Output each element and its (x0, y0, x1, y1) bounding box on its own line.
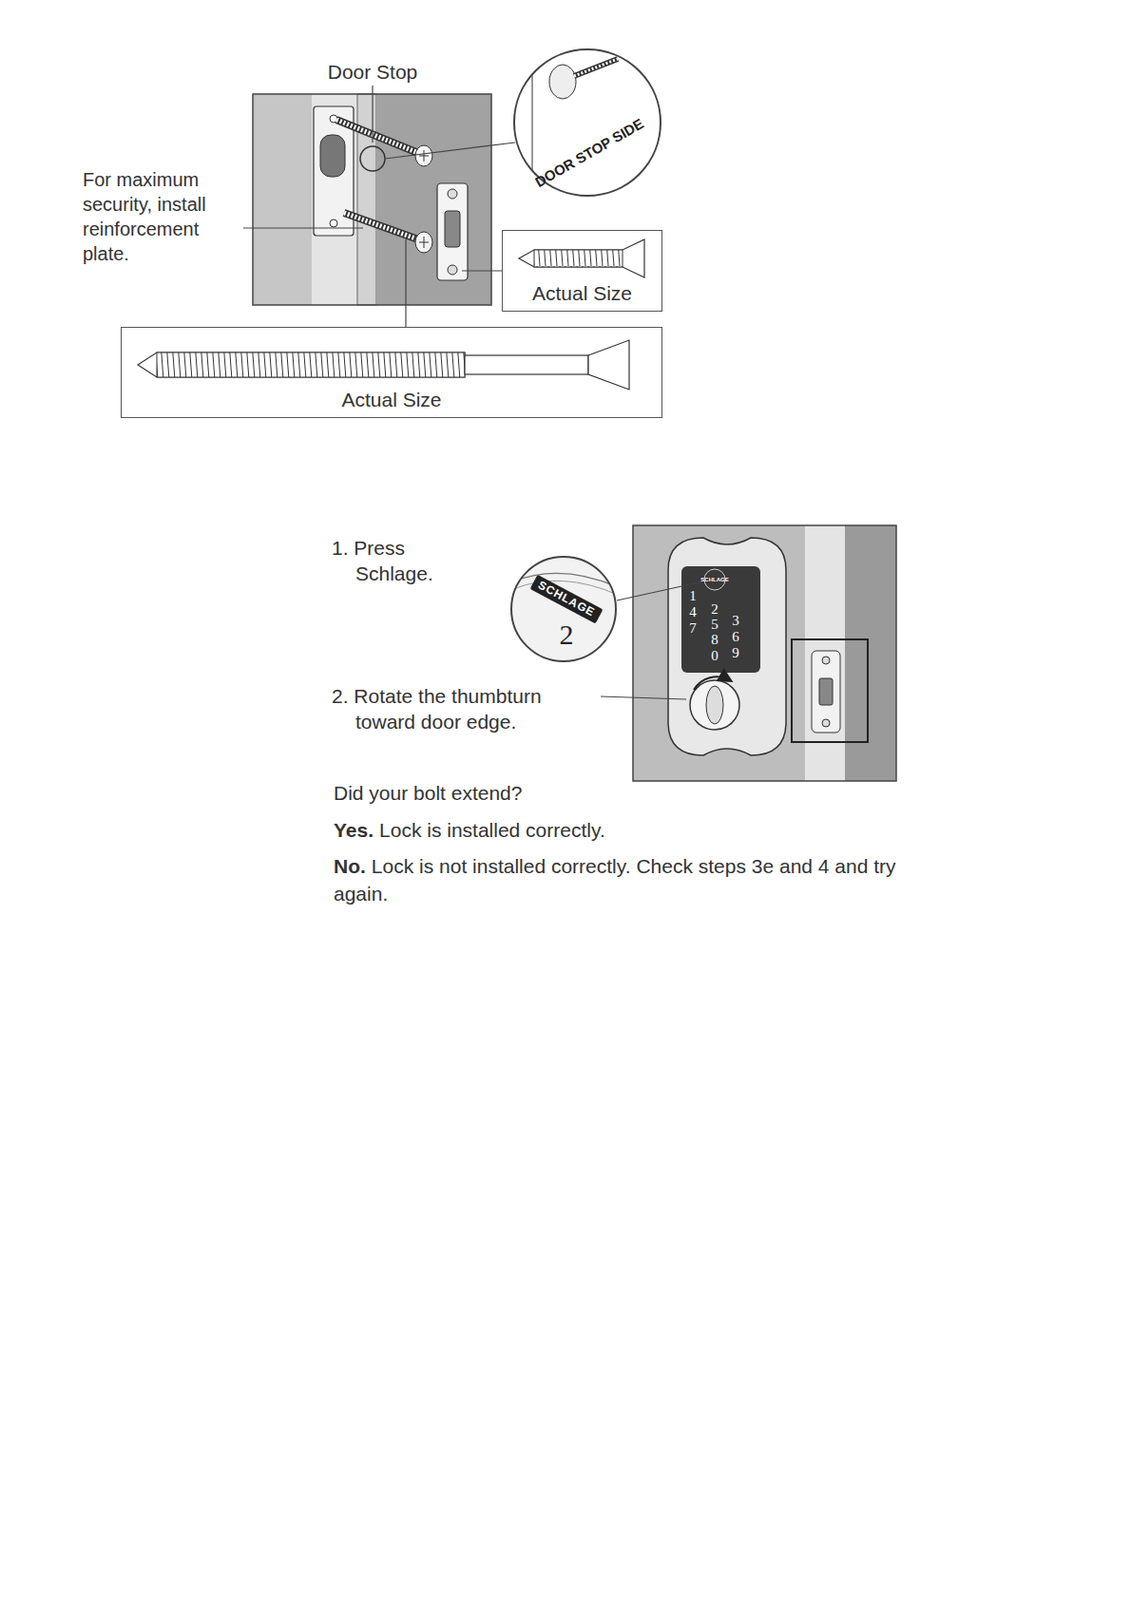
lock-illustration (668, 537, 786, 756)
magnified-detail (509, 555, 618, 664)
keypad-digit: 2 (710, 602, 719, 617)
lock-illustration (822, 656, 830, 665)
screw-actual-size (588, 340, 630, 390)
leader-line (371, 85, 373, 143)
answer-keyword: No. (333, 855, 366, 878)
leader-line (600, 696, 687, 700)
screw-actual-size (137, 352, 465, 378)
lock-illustration (822, 719, 830, 728)
keypad-digit: 9 (731, 646, 740, 661)
step-text: 2. Rotate the thumbturn toward door edge… (331, 683, 598, 736)
screw-actual-size (137, 239, 645, 390)
strike-illustration (415, 145, 433, 167)
answer-keyword: Yes. (333, 819, 374, 842)
magnified-detail (513, 573, 618, 588)
screw-actual-size (518, 239, 645, 278)
part-label: Door Stop (315, 58, 430, 85)
lock-illustration (706, 686, 724, 725)
lock-illustration (632, 525, 897, 782)
strike-illustration (447, 189, 458, 199)
screw-actual-size (464, 355, 589, 375)
magnified-detail (574, 58, 618, 77)
keypad-digit: 0 (710, 649, 719, 664)
magnified-detail (503, 38, 675, 210)
keypad-digit: 1 (689, 589, 697, 604)
lock-illustration (819, 678, 833, 706)
lock-illustration (690, 680, 740, 730)
leader-line (243, 85, 516, 327)
actual-size-box: Actual Size (120, 326, 663, 419)
magnifier-circle: DOOR STOP SIDE (513, 48, 662, 197)
magnified-detail (549, 64, 576, 99)
leader-line (384, 142, 516, 159)
keypad-digit: 3 (731, 613, 740, 629)
leader-line (404, 239, 406, 327)
strike-illustration (360, 146, 385, 172)
strike-illustration (336, 119, 419, 154)
lock-illustration (681, 566, 761, 673)
answer-line: No.Lock is not installed correctly. Chec… (333, 853, 952, 909)
magnified-detail (531, 38, 533, 219)
question: Did your bolt extend? (333, 780, 733, 806)
screw-actual-size (534, 249, 623, 268)
detail-text: 2 (559, 618, 575, 651)
strike-illustration (376, 94, 492, 306)
step-text: 1. Press Schlage. (331, 535, 465, 588)
answer-line: Yes.Lock is installed correctly. (333, 817, 952, 845)
strike-illustration (336, 119, 419, 154)
keypad-digit: 4 (689, 605, 697, 620)
keypad-digit: 6 (731, 630, 740, 645)
detail-text: SCHLAGE (530, 575, 604, 625)
brand-mark: SCHLAGE (700, 576, 729, 583)
magnifier-circle: SCHLAGE2 (510, 555, 617, 663)
answer-text: Lock is not installed correctly. Check s… (333, 855, 897, 905)
strike-illustration (444, 210, 461, 248)
strike-illustration (447, 265, 458, 275)
keypad-digit: 7 (689, 621, 697, 636)
lock-illustration (632, 525, 897, 782)
lock-illustration (632, 525, 897, 782)
screw-actual-size (156, 352, 465, 378)
detail-text: DOOR STOP SIDE (532, 115, 647, 192)
strike-illustration (419, 236, 429, 249)
strike-illustration (320, 134, 346, 177)
actual-size-box: Actual Size (501, 230, 663, 312)
leader-line (461, 269, 502, 271)
magnified-detail (574, 58, 618, 77)
keypad-digit: 8 (710, 632, 719, 648)
strike-illustration (419, 150, 429, 162)
note: For maximum security, install reinforcem… (82, 167, 240, 267)
lock-illustration (693, 676, 730, 691)
leader-line (243, 227, 364, 229)
strike-illustration (329, 219, 338, 228)
lock-illustration (791, 639, 868, 743)
lock-illustration (811, 651, 841, 733)
strike-illustration (437, 183, 468, 281)
strike-illustration (344, 212, 419, 240)
size-caption: Actual Size (341, 388, 441, 412)
magnified-detail (509, 555, 618, 664)
keypad-digit: 5 (710, 617, 719, 633)
magnified-detail (503, 38, 690, 262)
size-caption: Actual Size (532, 282, 633, 306)
strike-illustration (415, 231, 433, 253)
answer-text: Lock is installed correctly. (379, 819, 606, 842)
strike-illustration (344, 212, 419, 240)
